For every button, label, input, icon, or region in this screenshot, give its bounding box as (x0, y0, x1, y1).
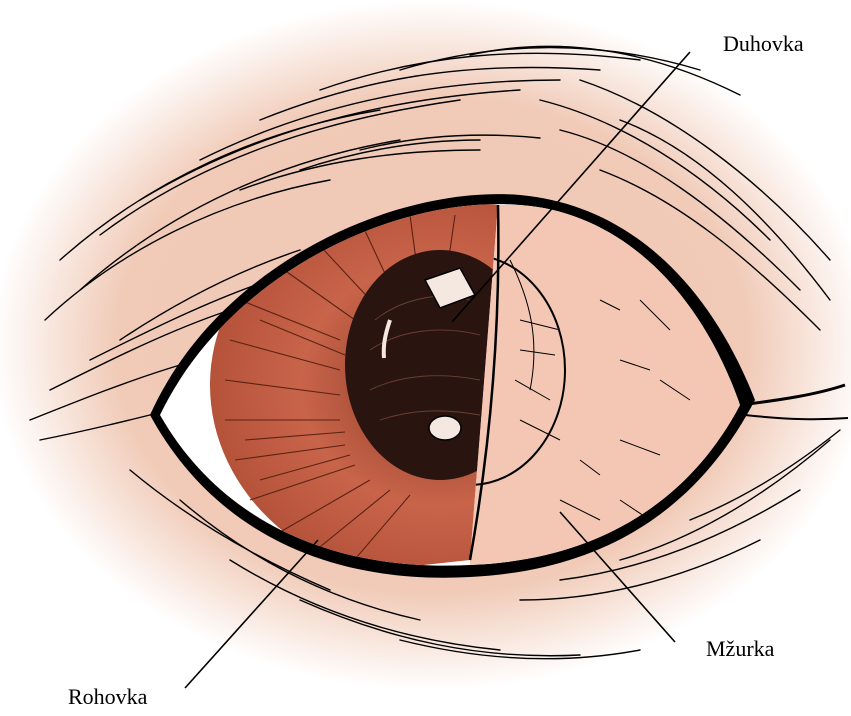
reflection-lower (429, 416, 461, 440)
label-duhovka: Duhovka (723, 33, 804, 55)
label-rohovka: Rohovka (68, 686, 147, 708)
label-mzurka: Mžurka (706, 638, 774, 660)
